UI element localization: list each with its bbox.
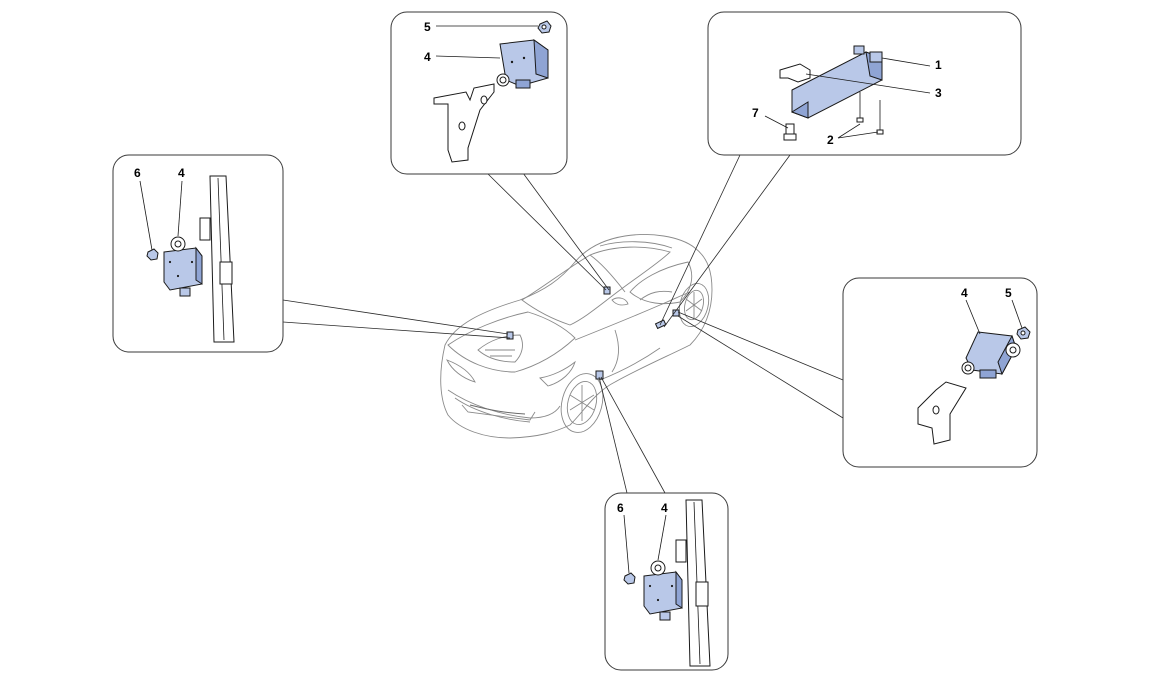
front-wheel (560, 373, 604, 433)
callout-3: 3 (935, 86, 942, 100)
callout-6: 6 (134, 166, 141, 180)
detail-panel-top-center: 5 4 (390, 11, 568, 175)
detail-panel-right: 4 5 (842, 277, 1038, 468)
callout-4: 4 (661, 501, 668, 515)
callout-4: 4 (424, 50, 431, 64)
callout-1: 1 (935, 58, 942, 72)
callout-6: 6 (617, 501, 624, 515)
callout-4: 4 (961, 286, 968, 300)
leader-lines (282, 154, 844, 494)
callout-4: 4 (178, 166, 185, 180)
detail-panel-left: 6 4 (112, 154, 284, 353)
callout-5: 5 (1005, 286, 1012, 300)
callout-2: 2 (827, 133, 834, 147)
callout-7: 7 (752, 106, 759, 120)
callout-5: 5 (424, 20, 431, 34)
detail-panel-bottom: 6 4 (604, 492, 729, 671)
detail-panel-top-right: 1 3 7 2 (707, 11, 1022, 156)
car-illustration (440, 234, 713, 439)
rear-wheel (678, 282, 710, 328)
